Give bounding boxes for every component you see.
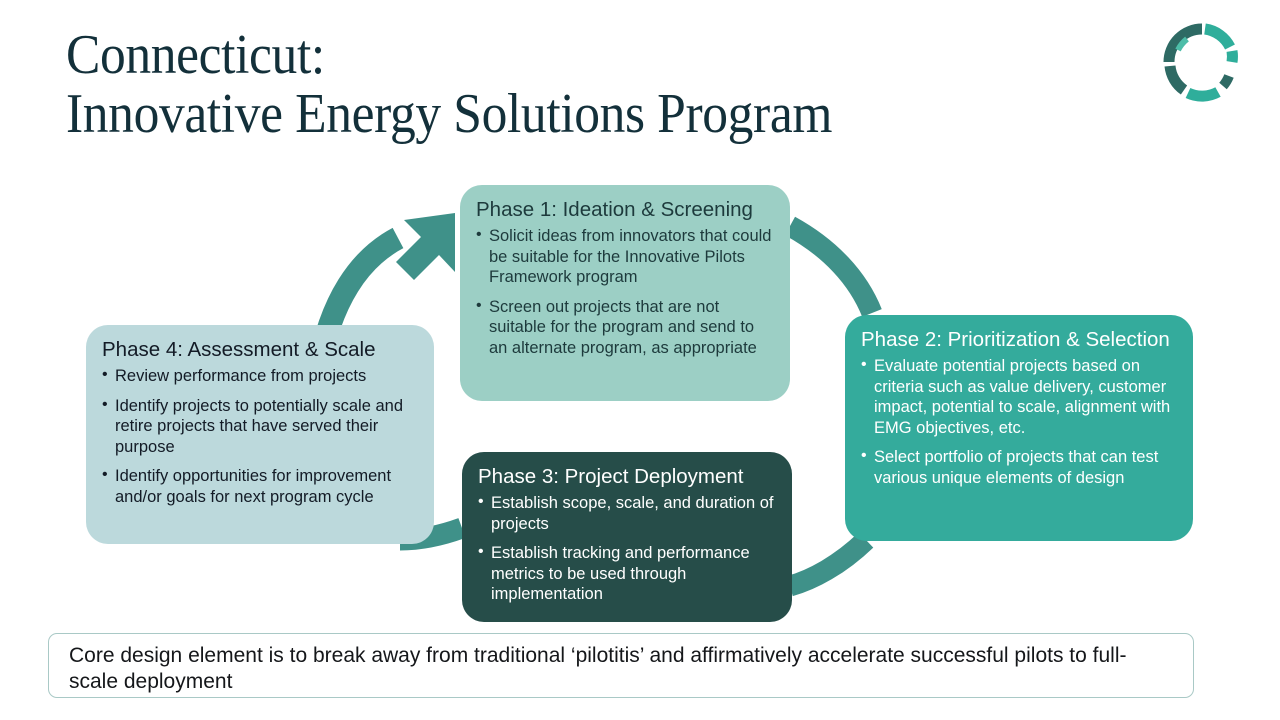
phase-4-card[interactable]: Phase 4: Assessment & Scale Review perfo… [86,325,434,544]
phase-4-bullet: Review performance from projects [102,365,418,387]
phase-3-bullet: Establish tracking and performance metri… [478,542,776,605]
phase-1-bullet: Solicit ideas from innovators that could… [476,225,774,288]
title-line-1: Connecticut: [66,24,325,86]
phase-2-bullet: Select portfolio of projects that can te… [861,446,1177,488]
phase-2-bullet: Evaluate potential projects based on cri… [861,355,1177,438]
phase-1-title: Phase 1: Ideation & Screening [476,198,753,221]
footer-callout: Core design element is to break away fro… [48,633,1194,698]
phase-3-card[interactable]: Phase 3: Project Deployment Establish sc… [462,452,792,622]
phase-4-bullet: Identify projects to potentially scale a… [102,395,418,458]
phase-1-card[interactable]: Phase 1: Ideation & Screening Solicit id… [460,185,790,401]
connector-phase2-to-phase3 [786,532,874,597]
phase-3-title: Phase 3: Project Deployment [478,465,744,488]
phase-2-title: Phase 2: Prioritization & Selection [861,328,1170,351]
footer-text: Core design element is to break away fro… [69,644,1127,693]
phase-4-bullet-list: Review performance from projects Identif… [102,365,418,508]
phase-1-bullet-list: Solicit ideas from innovators that could… [476,225,774,359]
phase-4-bullet: Identify opportunities for improvement a… [102,465,418,507]
phase-1-bullet: Screen out projects that are not suitabl… [476,296,774,359]
connector-phase1-to-phase2 [784,216,882,318]
phase-2-bullet-list: Evaluate potential projects based on cri… [861,355,1177,489]
page-title: Connecticut: Innovative Energy Solutions… [66,26,1086,144]
phase-3-bullet: Establish scope, scale, and duration of … [478,492,776,534]
title-line-2: Innovative Energy Solutions Program [66,83,833,145]
company-c-logo [1160,20,1244,104]
phase-2-card[interactable]: Phase 2: Prioritization & Selection Eval… [845,315,1193,541]
phase-4-title: Phase 4: Assessment & Scale [102,338,376,361]
phase-3-bullet-list: Establish scope, scale, and duration of … [478,492,776,605]
